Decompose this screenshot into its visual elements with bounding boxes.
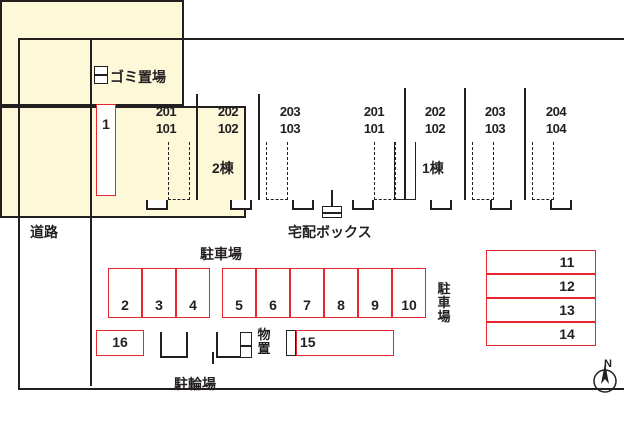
building-2-divider-2 [258,94,260,200]
building-1-name: 1棟 [422,160,444,176]
building-2-name: 2棟 [212,160,234,176]
building-2-block [0,0,184,106]
building-1-balcony-3 [490,200,512,210]
building-2-unit-1-upper: 201 [155,104,177,119]
building-1-unit-1-upper: 201 [363,104,385,119]
site-boundary [18,38,624,390]
building-2-unit-2-lower: 102 [217,121,239,136]
bicycle-shelter-2 [216,332,244,358]
road-label: 道路 [30,224,58,240]
compass-north-label: N [604,358,612,370]
parking-stall-3 [142,268,176,318]
building-1-unit-3-upper: 203 [484,104,506,119]
bicycle-leader-line [212,352,214,364]
building-1-unit-2-lower: 102 [424,121,446,136]
parking-stall-4-number: 4 [189,297,197,313]
parking-stall-12-number: 12 [559,278,575,294]
parking-stall-9 [358,268,392,318]
building-1-block [0,106,246,218]
building-2-unit-3-lower: 103 [279,121,301,136]
parking-stall-5-number: 5 [235,297,243,313]
building-1-unit-3-lower: 103 [484,121,506,136]
building-2-balcony-1 [146,200,168,210]
building-2-stair-1 [168,142,190,200]
parking-stall-3-number: 3 [155,297,163,313]
storage-label: 物置 [257,327,271,356]
building-1-stair-3 [472,142,494,200]
building-2-balcony-2 [230,200,252,210]
parking-stall-15 [296,330,394,356]
parking-stall-14 [486,322,596,346]
parking-stall-16 [96,330,144,356]
parking-stall-15-number: 15 [300,334,316,350]
parking-stall-6-number: 6 [269,297,277,313]
parking-stall-2 [108,268,142,318]
parking-stall-12 [486,274,596,298]
parking-stall-2-number: 2 [121,297,129,313]
building-1-divider-3 [524,88,526,200]
building-1-divider-2 [464,88,466,200]
building-2-stair-2 [266,142,288,200]
building-2-unit-1-lower: 101 [155,121,177,136]
building-2-unit-3-upper: 203 [279,104,301,119]
building-1-unit-2-upper: 202 [424,104,446,119]
delivery-box-connector [331,190,333,208]
building-1-divider-1 [404,88,406,200]
parking-stall-10-number: 10 [401,297,417,313]
building-2-balcony-3 [292,200,314,210]
building-1-balcony-2 [430,200,452,210]
building-1-unit-4-upper: 204 [545,104,567,119]
parking-stall-13-number: 13 [559,302,575,318]
trash-area-label: ゴミ置場 [110,69,166,85]
parking-stall-1-number: 1 [102,116,110,132]
parking-stall-16-number: 16 [112,334,128,350]
parking-stall-13 [486,298,596,322]
building-1-unit-1-lower: 101 [363,121,385,136]
lot-boundary-line [90,38,92,386]
parking-stall-1 [96,104,116,196]
delivery-box-icon-divider [322,212,342,214]
trash-area-divider [94,74,108,76]
compass-icon [593,363,617,393]
bicycle-parking-label: 駐輪場 [174,376,216,392]
parking-stall-11-number: 11 [559,254,575,270]
storage-box-1-divider [240,345,252,347]
building-2-unit-2-upper: 202 [217,104,239,119]
building-2-divider-1 [196,94,198,200]
building-1-stair-2 [394,142,416,200]
parking-stall-6 [256,268,290,318]
parking-stall-10 [392,268,426,318]
parking-stall-11 [486,250,596,274]
building-1-stair-1 [374,142,396,200]
parking-stall-8 [324,268,358,318]
building-1-balcony-1 [352,200,374,210]
parking-stall-7 [290,268,324,318]
building-1-stair-4 [532,142,554,200]
parking-label-top: 駐車場 [200,246,242,262]
parking-label-right: 駐車場 [437,281,451,324]
building-1-balcony-4 [550,200,572,210]
parking-stall-5 [222,268,256,318]
parking-stall-9-number: 9 [371,297,379,313]
storage-box-2 [286,330,296,356]
parking-stall-8-number: 8 [337,297,345,313]
parking-stall-14-number: 14 [559,326,575,342]
building-1-unit-4-lower: 104 [545,121,567,136]
parking-stall-7-number: 7 [303,297,311,313]
parking-stall-4 [176,268,210,318]
delivery-box-label: 宅配ボックス [288,224,372,240]
bicycle-shelter-1 [160,332,188,358]
